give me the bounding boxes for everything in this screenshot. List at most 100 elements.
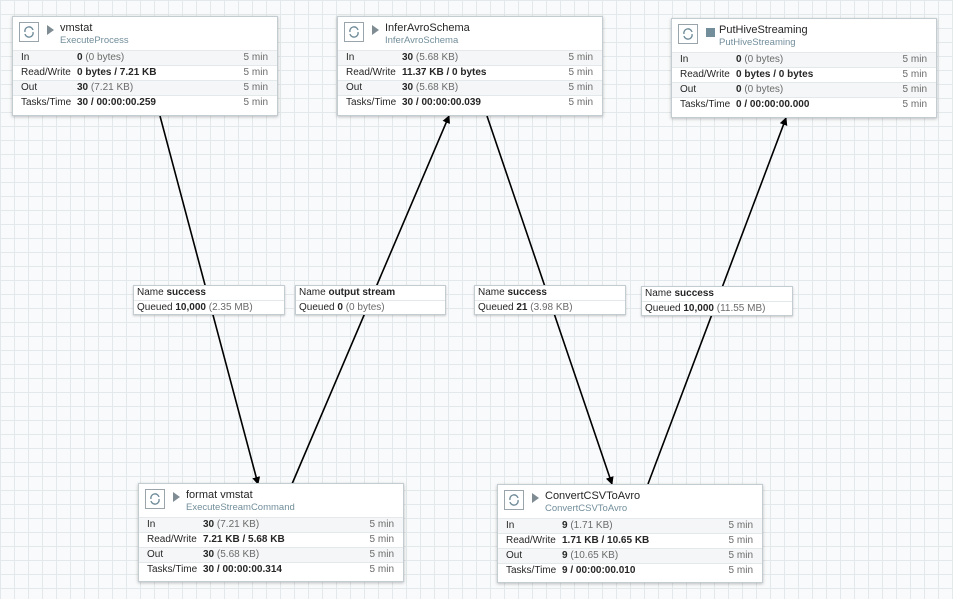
connection-label-output-stream[interactable]: Name output stream Queued 0 (0 bytes): [295, 285, 446, 315]
stat-label: Tasks/Time: [680, 99, 731, 110]
connection-label-success-2[interactable]: Name success Queued 21 (3.98 KB): [474, 285, 626, 315]
stat-value: 9: [562, 550, 568, 561]
stat-row-out: Out 30 (5.68 KB) 5 min: [338, 81, 602, 96]
stop-status-icon: [706, 28, 715, 37]
run-status-icon: [173, 492, 180, 502]
stat-detail: (1.71 KB): [570, 520, 613, 531]
processor-name: ConvertCSVToAvro: [545, 490, 641, 502]
processor-type: ExecuteProcess: [60, 35, 129, 46]
stat-value: 9: [562, 520, 568, 531]
run-status-icon: [372, 25, 379, 35]
stat-time: 5 min: [902, 54, 927, 65]
processor-icon: [504, 490, 524, 510]
stat-detail: (10.65 KB): [570, 550, 619, 561]
stat-detail: (0 bytes): [744, 54, 784, 65]
stat-row-readwrite: Read/Write 1.71 KB / 10.65 KB 5 min: [498, 534, 762, 549]
stat-row-in: In 0 (0 bytes) 5 min: [13, 51, 277, 66]
processor-puthivestreaming[interactable]: PutHiveStreaming PutHiveStreaming In 0 (…: [671, 18, 937, 118]
stat-row-out: Out 30 (7.21 KB) 5 min: [13, 81, 277, 96]
stat-label: Tasks/Time: [506, 565, 557, 576]
processor-header: format vmstat ExecuteStreamCommand: [139, 484, 403, 518]
processor-name: vmstat: [60, 22, 93, 34]
connection-queued-row: Queued 21 (3.98 KB): [475, 301, 625, 315]
connection-label-success-3[interactable]: Name success Queued 10,000 (11.55 MB): [641, 286, 793, 316]
stat-value: 30 / 00:00:00.314: [203, 564, 282, 575]
connection-name-key: Name: [137, 287, 164, 298]
connection-queued-size: (2.35 MB): [208, 302, 253, 313]
stat-label: Read/Write: [21, 67, 71, 78]
processor-type: ConvertCSVToAvro: [545, 503, 628, 514]
stat-value: 30: [402, 52, 414, 63]
processor-convertcsvtoavro[interactable]: ConvertCSVToAvro ConvertCSVToAvro In 9 (…: [497, 484, 763, 583]
connection-name-key: Name: [299, 287, 326, 298]
processor-header: InferAvroSchema InferAvroSchema: [338, 17, 602, 51]
stat-row-out: Out 0 (0 bytes) 5 min: [672, 83, 936, 98]
connection-queued-count: 0: [337, 302, 343, 313]
stat-detail: (0 bytes): [85, 52, 125, 63]
stat-detail: (5.68 KB): [415, 52, 459, 63]
stat-row-in: In 30 (7.21 KB) 5 min: [139, 518, 403, 533]
stat-label: Out: [346, 82, 363, 93]
connection-name-key: Name: [645, 288, 672, 299]
stat-value: 0 bytes / 0 bytes: [736, 69, 814, 80]
stat-label: Read/Write: [346, 67, 396, 78]
stat-time: 5 min: [369, 549, 394, 560]
stat-value: 30: [77, 82, 89, 93]
run-status-icon: [532, 493, 539, 503]
connection-label-success-1[interactable]: Name success Queued 10,000 (2.35 MB): [133, 285, 285, 315]
connection-name: success: [166, 287, 206, 298]
connection-queued-row: Queued 0 (0 bytes): [296, 301, 445, 315]
connection-name-row: Name success: [642, 287, 792, 302]
stat-value: 0 bytes / 7.21 KB: [77, 67, 157, 78]
connection-name-row: Name success: [134, 286, 284, 301]
stat-value: 0: [736, 54, 742, 65]
connection-queued-row: Queued 10,000 (11.55 MB): [642, 302, 792, 316]
connection-name: output stream: [328, 287, 396, 298]
stat-label: Read/Write: [680, 69, 730, 80]
connection-queued-key: Queued: [478, 302, 514, 313]
stat-time: 5 min: [369, 534, 394, 545]
processor-type: PutHiveStreaming: [719, 37, 796, 48]
connection-queued-key: Queued: [137, 302, 173, 313]
stat-time: 5 min: [243, 52, 268, 63]
processor-vmstat[interactable]: vmstat ExecuteProcess In 0 (0 bytes) 5 m…: [12, 16, 278, 116]
processor-format-vmstat[interactable]: format vmstat ExecuteStreamCommand In 30…: [138, 483, 404, 582]
stat-value: 0: [77, 52, 83, 63]
stat-row-tasks: Tasks/Time 30 / 00:00:00.314 5 min: [139, 563, 403, 577]
stat-time: 5 min: [243, 67, 268, 78]
stat-time: 5 min: [728, 565, 753, 576]
stat-row-tasks: Tasks/Time 9 / 00:00:00.010 5 min: [498, 564, 762, 578]
stat-row-tasks: Tasks/Time 0 / 00:00:00.000 5 min: [672, 98, 936, 112]
stat-time: 5 min: [902, 69, 927, 80]
stat-value: 30: [203, 549, 215, 560]
stat-label: Tasks/Time: [346, 97, 397, 108]
stat-detail: (7.21 KB): [216, 519, 260, 530]
stat-label: Out: [21, 82, 38, 93]
stat-time: 5 min: [902, 84, 927, 95]
stat-row-out: Out 9 (10.65 KB) 5 min: [498, 549, 762, 564]
stat-label: In: [147, 519, 156, 530]
stat-time: 5 min: [728, 535, 753, 546]
stat-detail: (7.21 KB): [90, 82, 134, 93]
stat-detail: (5.68 KB): [415, 82, 459, 93]
stat-row-readwrite: Read/Write 7.21 KB / 5.68 KB 5 min: [139, 533, 403, 548]
stat-row-in: In 9 (1.71 KB) 5 min: [498, 519, 762, 534]
processor-header: PutHiveStreaming PutHiveStreaming: [672, 19, 936, 53]
stat-label: Tasks/Time: [147, 564, 198, 575]
stat-label: Out: [147, 549, 164, 560]
connection-name: success: [507, 287, 547, 298]
processor-name: InferAvroSchema: [385, 22, 470, 34]
processor-icon: [344, 22, 364, 42]
processor-icon: [678, 24, 698, 44]
connection-name-row: Name output stream: [296, 286, 445, 301]
stat-time: 5 min: [902, 99, 927, 110]
connection-queued-size: (0 bytes): [345, 302, 385, 313]
stat-value: 30: [203, 519, 215, 530]
stat-value: 30: [402, 82, 414, 93]
processor-inferavroschema[interactable]: InferAvroSchema InferAvroSchema In 30 (5…: [337, 16, 603, 116]
stat-label: Read/Write: [147, 534, 197, 545]
stat-time: 5 min: [369, 519, 394, 530]
connection-queued-size: (3.98 KB): [530, 302, 573, 313]
stat-label: Tasks/Time: [21, 97, 72, 108]
